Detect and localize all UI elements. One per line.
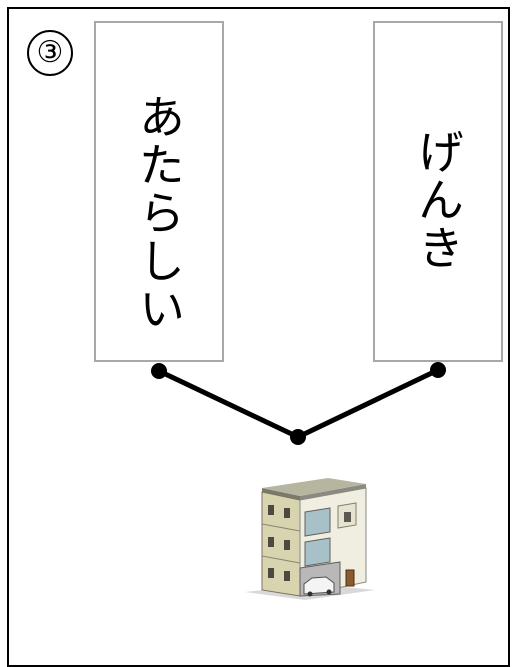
house-icon [245, 478, 375, 600]
word-card-left[interactable]: あたらしい [94, 21, 224, 362]
word-card-left-text: あたらしい [132, 93, 186, 333]
match-line-left [156, 368, 301, 440]
word-card-right-text: げんき [411, 128, 465, 272]
picture-dot[interactable] [290, 429, 306, 445]
match-line-right [295, 367, 441, 440]
question-number: ③ [36, 35, 64, 70]
question-number-badge: ③ [27, 30, 73, 76]
left-card-dot[interactable] [151, 363, 167, 379]
word-card-right[interactable]: げんき [373, 21, 503, 362]
right-card-dot[interactable] [430, 362, 446, 378]
